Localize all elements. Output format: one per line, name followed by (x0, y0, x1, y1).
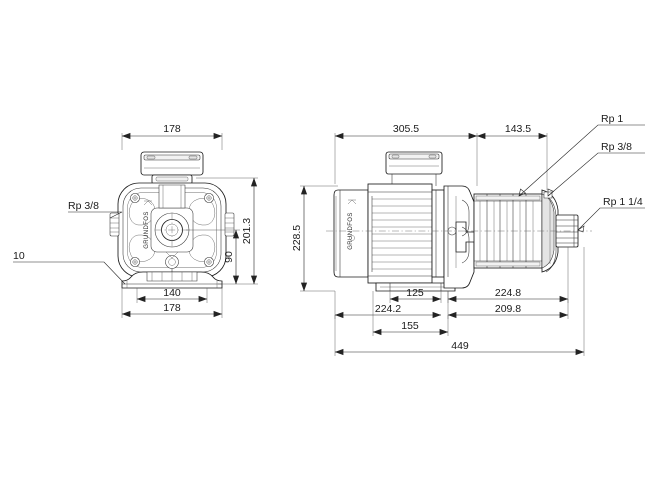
side-terminal-box (385, 151, 443, 186)
callout-side-drain-port: Rp 3/8 (601, 141, 632, 153)
callout-side-discharge-port: Rp 1 1/4 (603, 196, 643, 208)
front-callouts-group: Rp 3/8 10 (13, 200, 126, 285)
side-view-group: GRUNDFOS (291, 113, 645, 356)
brand-label-side: GRUNDFOS (348, 212, 354, 250)
brand-label-front: GRUNDFOS (144, 211, 150, 249)
callout-front-port: Rp 3/8 (68, 200, 99, 212)
dim-front-height-shaft: 90 (223, 251, 235, 263)
dim-side-foot-155: 155 (401, 320, 419, 332)
motor-cooling-fins (371, 196, 432, 272)
dim-front-base-inner: 140 (163, 287, 181, 299)
front-base-foot (121, 271, 223, 289)
dim-side-port-209-8: 209.8 (495, 303, 521, 315)
dim-front-base-outer: 178 (163, 302, 181, 314)
front-motor-housing: GRUNDFOS (109, 182, 235, 278)
side-callouts-group: Rp 1 Rp 3/8 Rp 1 1/4 (518, 113, 645, 233)
dim-side-total-449: 449 (451, 340, 469, 352)
side-motor-body: GRUNDFOS (333, 183, 456, 292)
callout-front-foot-thickness: 10 (13, 250, 25, 262)
dim-side-foot-224-2: 224.2 (375, 303, 401, 315)
side-dimensions-group: 305.5 143.5 228.5 125 224.8 224.2 (291, 123, 585, 356)
dim-front-top-width: 178 (163, 123, 181, 135)
dim-side-port-224-8: 224.8 (495, 287, 521, 299)
dim-side-motor-length: 305.5 (393, 123, 419, 135)
dim-side-foot-125: 125 (406, 287, 424, 299)
callout-side-suction-port: Rp 1 (601, 113, 623, 125)
dim-side-height: 228.5 (291, 225, 303, 251)
dim-side-pump-length: 143.5 (505, 123, 531, 135)
dim-front-height-total: 201.3 (241, 218, 253, 244)
side-pump-bracket (443, 185, 475, 289)
front-dimensions-group: 178 201.3 90 140 178 (121, 123, 258, 318)
front-view-group: GRUNDFOS 178 201.3 90 (13, 123, 258, 318)
